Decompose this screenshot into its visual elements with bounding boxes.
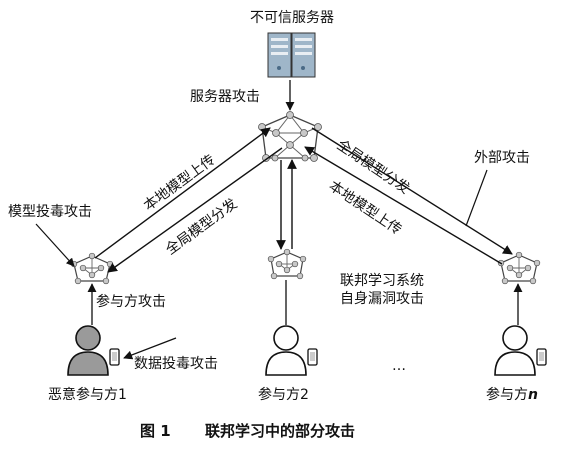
client-node-middle bbox=[267, 248, 307, 280]
right-upload-arrow bbox=[304, 146, 503, 265]
model-poisoning-label: 模型投毒攻击 bbox=[8, 204, 92, 220]
server-label: 不可信服务器 bbox=[250, 10, 334, 26]
participant-n-icon bbox=[494, 325, 547, 376]
left-distribute-arrow bbox=[107, 147, 283, 273]
data-poisoning-arrow bbox=[123, 337, 177, 360]
left-upload-arrow bbox=[94, 127, 271, 259]
participant-attack-label: 参与方攻击 bbox=[96, 293, 166, 310]
figure-number: 图 1 bbox=[140, 422, 171, 440]
left-distribute-label: 全局模型分发 bbox=[162, 195, 240, 258]
more-participants-ellipsis: … bbox=[392, 358, 406, 374]
client-node-left bbox=[70, 252, 114, 285]
system-vulnerability-line1: 联邦学习系统 bbox=[340, 273, 424, 289]
system-vulnerability-line2: 自身漏洞攻击 bbox=[340, 291, 424, 307]
malicious-participant-label: 恶意参与方1 bbox=[48, 386, 127, 403]
left-upload-label: 本地模型上传 bbox=[141, 152, 218, 214]
malicious-participant-icon bbox=[67, 325, 120, 376]
participant-2-label: 参与方2 bbox=[258, 386, 309, 403]
untrusted-server-icon bbox=[267, 32, 316, 78]
client-node-right bbox=[497, 251, 541, 285]
external-attack-pointer bbox=[465, 169, 488, 227]
external-attack-label: 外部攻击 bbox=[474, 150, 530, 166]
participant-n-label: 参与方n bbox=[486, 386, 538, 403]
participant-2-icon bbox=[265, 325, 318, 376]
central-network-node bbox=[258, 111, 322, 162]
model-poisoning-arrow bbox=[35, 223, 75, 267]
right-distribute-arrow bbox=[311, 127, 513, 255]
data-poisoning-label: 数据投毒攻击 bbox=[134, 356, 218, 372]
figure-title: 联邦学习中的部分攻击 bbox=[205, 422, 355, 440]
server-attack-label: 服务器攻击 bbox=[190, 89, 260, 105]
